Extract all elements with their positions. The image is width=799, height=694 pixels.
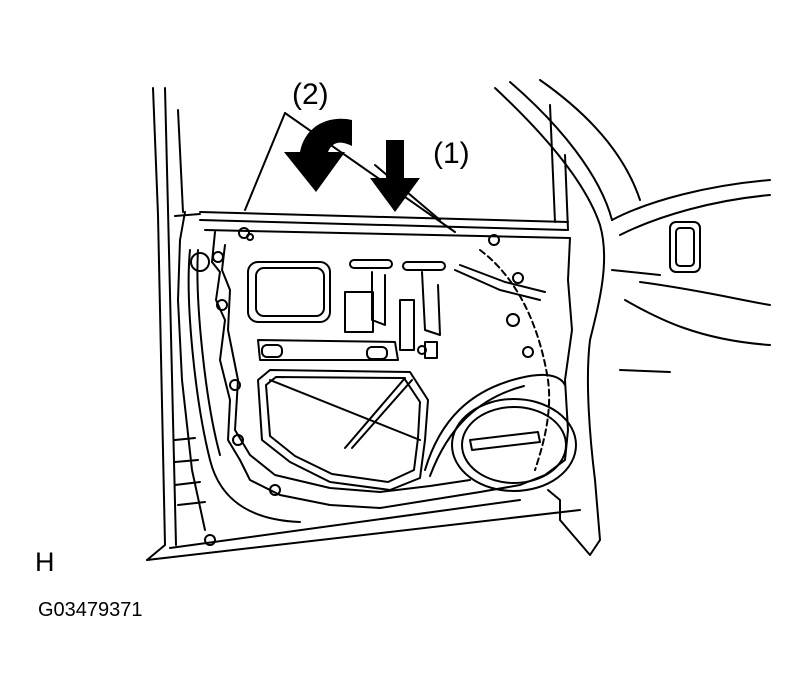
curved-arrow-icon — [284, 118, 352, 192]
callout-1-label: (1) — [433, 137, 470, 170]
wire-harness — [479, 249, 551, 471]
upper-access-hole — [247, 261, 331, 323]
door-frame — [146, 87, 581, 561]
callout-2-label: (2) — [292, 78, 329, 111]
panel-slots — [257, 259, 546, 361]
down-arrow-icon — [370, 140, 420, 212]
window-belt-rail — [199, 104, 571, 239]
figure-code: G03479371 — [38, 599, 143, 621]
lower-access-opening — [257, 369, 429, 491]
regulator-cable — [424, 373, 566, 477]
speaker-opening — [451, 398, 577, 492]
view-letter: H — [35, 547, 55, 577]
mounting-holes — [190, 227, 534, 546]
vehicle-interior — [494, 79, 771, 556]
